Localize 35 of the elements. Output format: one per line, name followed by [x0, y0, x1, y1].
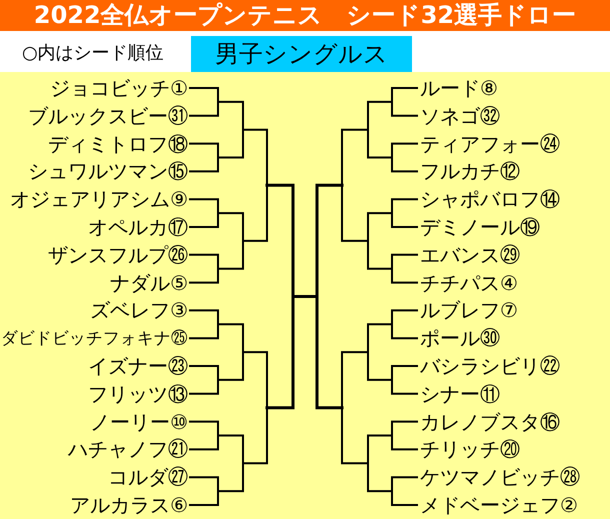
player-name: フルカチ⑫	[420, 160, 520, 183]
player-name: ルブレフ⑦	[420, 299, 518, 322]
player-name: ノーリー⑩	[90, 410, 188, 433]
player-name: アルカラス⑥	[70, 494, 188, 516]
player-name: ナダル⑤	[110, 271, 188, 294]
player-name: ティアフォー㉔	[420, 132, 560, 155]
player-name: デミノール⑲	[420, 216, 540, 238]
title-banner: 2022全仏オープンテニス シード32選手ドロー	[0, 0, 610, 31]
player-name: イズナー㉓	[88, 354, 188, 378]
player-name: オペルカ⑰	[88, 216, 188, 238]
category-box: 男子シングルス	[191, 36, 412, 72]
player-name: シャポバロフ⑭	[420, 188, 560, 210]
player-name: ブルックスビー㉛	[28, 104, 188, 127]
player-name: メドベージェフ②	[420, 494, 578, 516]
player-name: チリッチ⑳	[420, 438, 520, 461]
player-name: ジョコビッチ①	[50, 76, 188, 100]
player-name: シュワルツマン⑮	[28, 160, 188, 183]
player-name: ダビドビッチフォキナ㉕	[1, 328, 188, 348]
player-name: シナー⑪	[420, 382, 500, 405]
player-name: ズベレフ③	[90, 299, 188, 322]
note-text: ○内はシード順位	[22, 44, 164, 64]
player-name: フリッツ⑬	[88, 382, 188, 405]
player-name: エバンス㉙	[420, 244, 520, 266]
player-name: ディミトロフ⑱	[48, 132, 188, 155]
player-name: ザンスフルプ㉖	[48, 244, 188, 266]
player-name: カレノブスタ⑯	[420, 410, 560, 433]
player-name: コルダ㉗	[108, 466, 188, 488]
player-name: ポール㉚	[420, 327, 500, 350]
player-name: チチパス④	[420, 271, 518, 294]
player-name: ルード⑧	[420, 76, 498, 100]
player-name: オジェアリアシム⑨	[10, 188, 188, 210]
player-name: ソネゴ㉜	[420, 104, 500, 127]
player-name: ハチャノフ㉑	[68, 438, 188, 461]
player-name: バシラシビリ㉒	[420, 354, 560, 378]
player-name: ケツマノビッチ㉘	[420, 466, 580, 488]
